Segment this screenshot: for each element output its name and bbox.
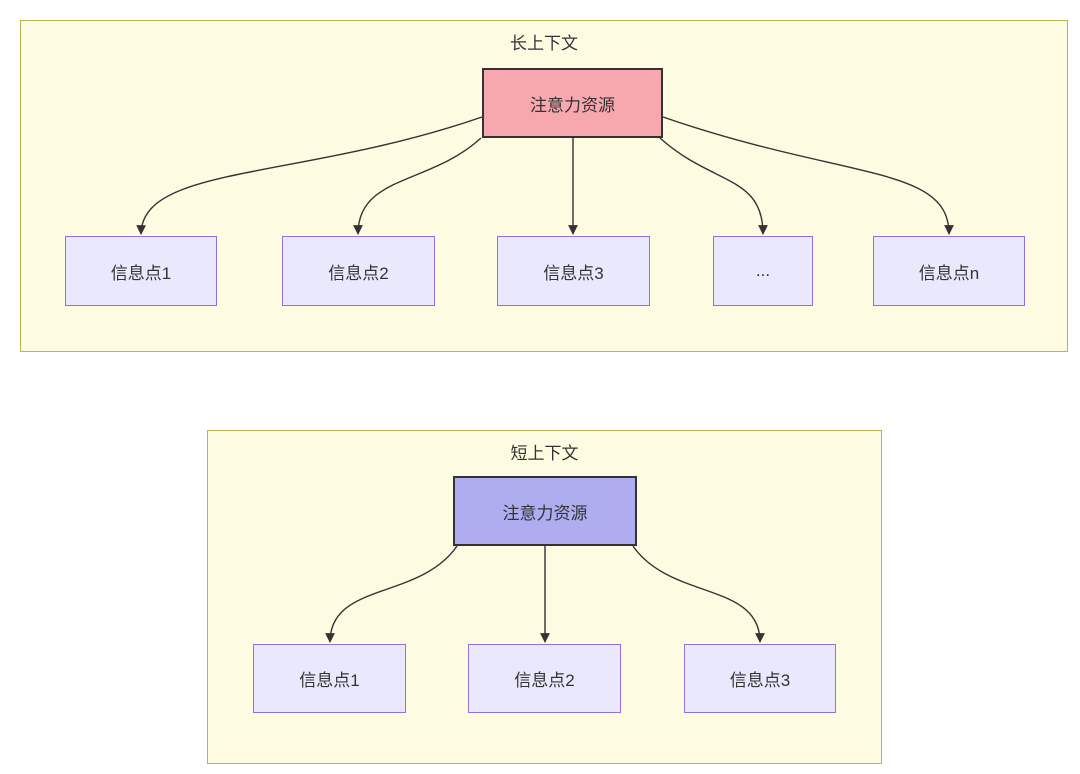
short-node-3-label: 信息点3 [729,671,791,690]
long-node-ellipsis: ... [713,236,813,306]
long-node-2-label: 信息点2 [328,263,389,283]
short-context-title: 短上下文 [510,444,579,463]
short-node-3: 信息点3 [684,644,836,713]
short-node-1: 信息点1 [253,644,406,713]
long-node-1: 信息点1 [65,236,217,306]
long-context-title: 长上下文 [510,34,578,53]
short-attention-label: 注意力资源 [502,503,588,523]
long-attention-box: 注意力资源 [482,68,663,138]
short-node-2: 信息点2 [468,644,621,713]
long-node-3: 信息点3 [497,236,650,306]
short-node-1-label: 信息点1 [299,671,360,690]
long-node-ellipsis-label: ... [755,261,771,280]
long-node-2: 信息点2 [282,236,435,306]
short-node-2-label: 信息点2 [514,671,575,690]
short-attention-box: 注意力资源 [453,476,637,546]
long-node-1-label: 信息点1 [110,263,172,283]
long-node-n-label: 信息点n [918,263,980,283]
long-attention-label: 注意力资源 [530,95,615,115]
long-node-n: 信息点n [873,236,1025,306]
long-node-3-label: 信息点3 [543,263,604,283]
